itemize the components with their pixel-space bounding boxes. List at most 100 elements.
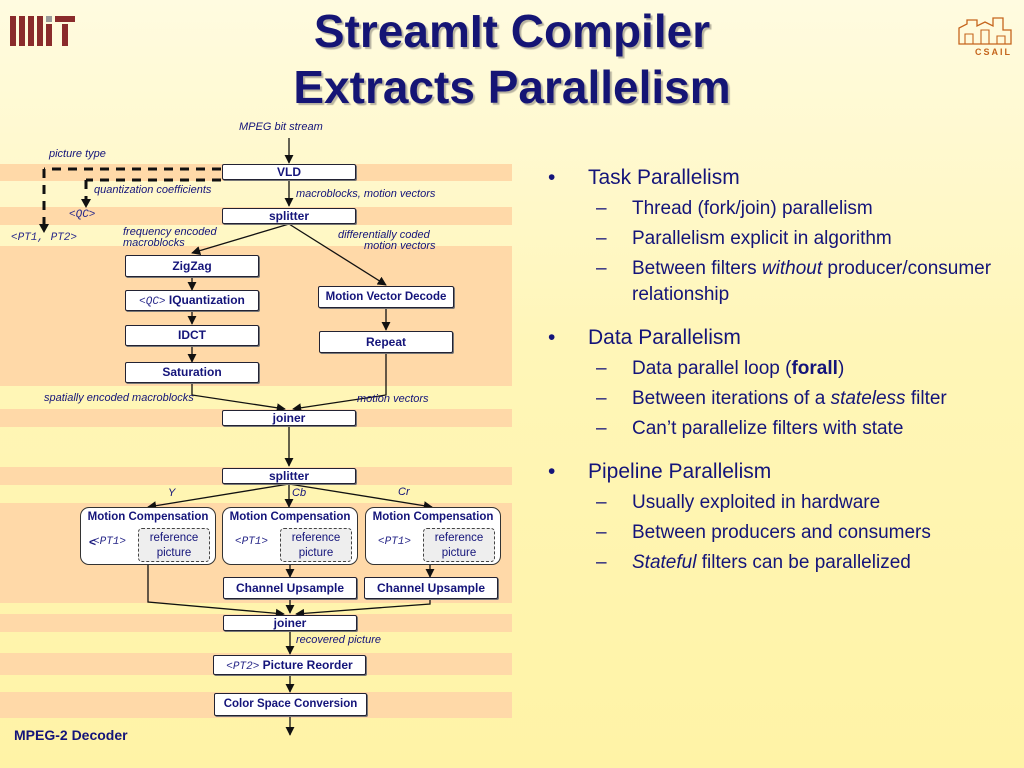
- channel-upsample-cb-node: Channel Upsample: [223, 577, 357, 599]
- quant-coeff-label: quantization coefficients: [94, 184, 212, 196]
- slide-title-line2: Extracts Parallelism: [293, 61, 731, 113]
- sub-bullet-text: stateless: [830, 388, 906, 409]
- diff-coded-label-2: motion vectors: [364, 240, 436, 252]
- motion-compensation-label: Motion Compensation: [372, 511, 494, 523]
- saturation-node: Saturation: [125, 362, 259, 383]
- sub-bullet-dash: –: [596, 492, 607, 513]
- motion-vectors-label: motion vectors: [357, 393, 429, 405]
- sub-bullet-text: Usually exploited in hardware: [632, 492, 881, 513]
- color-space-conversion-node: Color Space Conversion: [214, 693, 367, 716]
- joiner-node: joiner: [222, 410, 356, 426]
- slide-title-line1: StreamIt Compiler: [313, 5, 711, 57]
- pt-tag: <PT1, PT2>: [11, 232, 78, 244]
- sub-bullet-dash: –: [596, 522, 607, 543]
- sub-bullet-text: Parallelism explicit in algorithm: [632, 228, 892, 249]
- channel-upsample-cr-node: Channel Upsample: [364, 577, 498, 599]
- sub-bullet-text: without: [761, 258, 823, 279]
- sub-bullet-text: Between producers and consumers: [632, 522, 931, 543]
- picture-type-label: picture type: [49, 148, 106, 160]
- reference-label: reference: [291, 532, 341, 544]
- sub-bullet-text: forall: [791, 358, 838, 379]
- motion-compensation-label: Motion Compensation: [229, 511, 351, 523]
- picture-label: picture: [441, 547, 477, 559]
- iquantization-node: <QC> IQuantization: [125, 290, 259, 311]
- sub-bullet-text: filters can be parallelized: [696, 552, 911, 573]
- sub-bullet-text: Data parallel loop (: [632, 358, 792, 379]
- sub-bullet-text: Between filters: [632, 258, 762, 279]
- sub-bullet: – Between filters without producer/consum…: [548, 256, 1018, 308]
- sub-bullet-dash: –: [596, 388, 607, 409]
- bullet-group: • Task Parallelism – Thread (fork/join) par…: [548, 164, 1018, 308]
- csail-wordmark: CSAIL: [975, 47, 1012, 57]
- mit-logo: [10, 16, 75, 46]
- pt1-tag: <PT1>: [378, 536, 412, 548]
- splitter-node: splitter: [222, 208, 356, 224]
- bullet-dot: •: [548, 166, 556, 189]
- sub-bullet: – Stateful filters can be parallelized: [548, 550, 1018, 576]
- channel-y-label: Y: [168, 487, 176, 499]
- freq-encoded-label-2: macroblocks: [123, 237, 185, 249]
- sub-bullet-text: Between iterations of a: [632, 388, 831, 409]
- sub-bullet: – Thread (fork/join) parallelism: [548, 196, 1018, 222]
- bullet-heading: • Task Parallelism: [548, 164, 1018, 192]
- bullet-list: • Task Parallelism – Thread (fork/join) par…: [548, 155, 1018, 592]
- spatial-mb-label: spatially encoded macroblocks: [44, 392, 194, 404]
- diagram-caption: MPEG-2 Decoder: [14, 727, 128, 743]
- repeat-node: Repeat: [319, 331, 453, 353]
- bullet-heading: •Pipeline Parallelism: [548, 458, 1018, 486]
- reference-picture-box: reference picture: [423, 528, 495, 562]
- bullet-heading-text: Data Parallelism: [588, 326, 741, 349]
- sub-bullet: – Between iterations of a stateless filte…: [548, 386, 1018, 412]
- bullet-group: •Pipeline Parallelism – Usually exploited …: [548, 458, 1018, 576]
- sub-bullet-dash: –: [596, 358, 607, 379]
- idct-node: IDCT: [125, 325, 259, 346]
- qc-inline-tag: <QC>: [139, 296, 166, 308]
- sub-bullet: – Between producers and consumers: [548, 520, 1018, 546]
- pt1-tag: <PT1>: [93, 536, 127, 548]
- picture-label: picture: [156, 547, 192, 559]
- recovered-label: recovered picture: [296, 634, 381, 646]
- flow-arrows: [39, 138, 435, 736]
- qc-tag: <QC>: [69, 209, 96, 221]
- sub-bullet: – Can’t parallelize filters with state: [548, 416, 1018, 442]
- vld-node: VLD: [222, 164, 356, 180]
- motion-compensation-y: Motion Compensation < <PT1> reference pi…: [80, 507, 216, 565]
- sub-bullet-dash: –: [596, 552, 607, 573]
- motion-compensation-cr: Motion Compensation <PT1> reference pict…: [365, 507, 501, 565]
- sub-bullet: – Parallelism explicit in algorithm: [548, 226, 1018, 252]
- pt1-tag: <PT1>: [235, 536, 269, 548]
- bullet-heading-text: Task Parallelism: [588, 166, 740, 189]
- bullet-heading: • Data Parallelism: [548, 324, 1018, 352]
- sub-bullet-text: filter: [905, 388, 947, 409]
- bullet-heading-text: Pipeline Parallelism: [588, 460, 772, 483]
- reference-label: reference: [434, 532, 484, 544]
- sub-bullet-dash: –: [596, 198, 607, 219]
- zigzag-node: ZigZag: [125, 255, 259, 277]
- reference-picture-box: reference picture: [138, 528, 210, 562]
- sub-bullet-text: ): [837, 358, 845, 379]
- sub-bullet: – Usually exploited in hardware: [548, 490, 1018, 516]
- channel-cb-label: Cb: [292, 487, 307, 499]
- sub-bullet-text: producer/consumer relationship: [632, 258, 992, 305]
- csail-logo: [958, 17, 1012, 45]
- reference-label: reference: [149, 532, 199, 544]
- sub-bullet-dash: –: [596, 418, 607, 439]
- sub-bullet-text: Stateful: [632, 552, 697, 573]
- sub-bullet: – Data parallel loop (forall): [548, 356, 1018, 382]
- reference-picture-box: reference picture: [280, 528, 352, 562]
- sub-bullet-dash: –: [596, 258, 607, 279]
- sub-bullet-text: Thread (fork/join) parallelism: [632, 198, 873, 219]
- motion-vector-decode-node: Motion Vector Decode: [318, 286, 454, 308]
- sub-bullet-text: Can’t parallelize filters with state: [632, 418, 904, 439]
- joiner-node-2: joiner: [223, 615, 357, 631]
- mb-mv-label: macroblocks, motion vectors: [296, 188, 436, 200]
- motion-compensation-cb: Motion Compensation <PT1> reference pict…: [222, 507, 358, 565]
- input-label: MPEG bit stream: [239, 121, 323, 133]
- picture-reorder-node: <PT2> Picture Reorder: [213, 655, 366, 675]
- bullet-dot: •: [548, 326, 556, 349]
- sub-bullet-dash: –: [596, 228, 607, 249]
- bullet-group: • Data Parallelism – Data parallel loop (fo…: [548, 324, 1018, 442]
- motion-compensation-label: Motion Compensation: [87, 511, 209, 523]
- splitter-node-2: splitter: [222, 468, 356, 484]
- picture-reorder-label: Picture Reorder: [262, 658, 353, 672]
